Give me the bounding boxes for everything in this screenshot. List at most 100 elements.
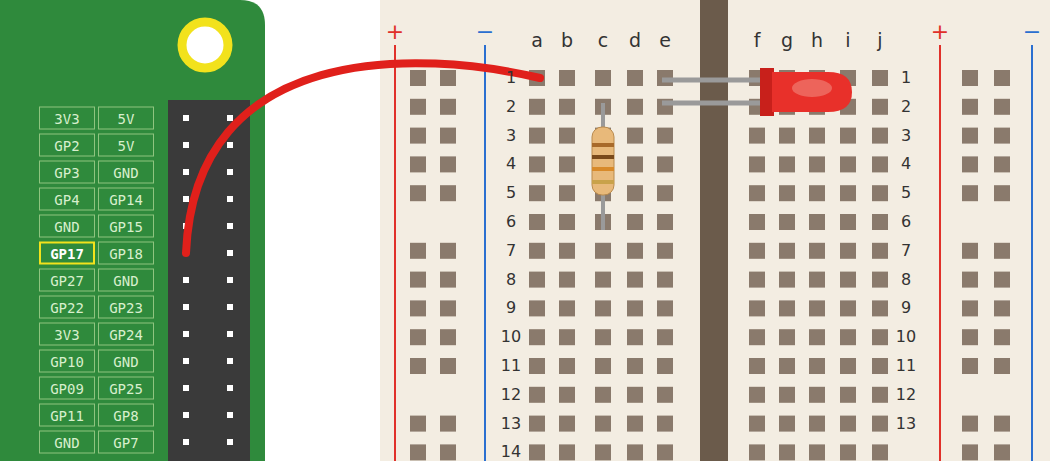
hole — [595, 416, 611, 432]
pin-label: 5V — [98, 134, 154, 157]
hole — [627, 128, 643, 144]
hole — [809, 214, 825, 230]
hole — [627, 70, 643, 86]
hole — [657, 128, 673, 144]
hole — [994, 128, 1010, 144]
jumper-wire — [186, 63, 540, 253]
hole — [657, 300, 673, 316]
hole — [657, 156, 673, 172]
hole — [657, 358, 673, 374]
hole — [962, 416, 978, 432]
hole — [872, 329, 888, 345]
hole — [809, 185, 825, 201]
hole — [559, 214, 575, 230]
row-number: 5 — [901, 185, 911, 201]
header-pin — [183, 169, 189, 175]
hole — [840, 243, 856, 259]
row-number: 12 — [501, 387, 521, 403]
hole — [840, 387, 856, 403]
hole — [994, 444, 1010, 460]
header-pin — [227, 412, 233, 418]
header-pin — [227, 304, 233, 310]
hole — [809, 444, 825, 460]
header-pin — [227, 277, 233, 283]
hole — [994, 185, 1010, 201]
hole — [595, 243, 611, 259]
row-number: 2 — [901, 99, 911, 115]
hole — [872, 416, 888, 432]
row-number: 5 — [506, 185, 516, 201]
hole — [595, 444, 611, 460]
hole — [529, 99, 545, 115]
hole — [657, 329, 673, 345]
row-number: 3 — [506, 128, 516, 144]
hole — [840, 444, 856, 460]
hole — [840, 300, 856, 316]
rail-sign: + — [386, 21, 404, 43]
header-pin — [227, 439, 233, 445]
hole — [962, 128, 978, 144]
header-pin — [227, 331, 233, 337]
row-number: 4 — [506, 156, 516, 172]
hole — [779, 128, 795, 144]
hole — [529, 272, 545, 288]
row-number: 13 — [501, 416, 521, 432]
hole — [410, 329, 426, 345]
hole — [749, 387, 765, 403]
pin-label: GP8 — [98, 404, 154, 427]
pin-label: GND — [98, 350, 154, 373]
hole — [809, 329, 825, 345]
hole — [559, 128, 575, 144]
hole — [994, 99, 1010, 115]
hole — [559, 416, 575, 432]
hole — [410, 70, 426, 86]
hole — [559, 329, 575, 345]
hole — [809, 156, 825, 172]
hole — [994, 156, 1010, 172]
hole — [410, 300, 426, 316]
hole — [657, 214, 673, 230]
hole — [872, 156, 888, 172]
rail-line — [939, 45, 941, 461]
hole — [657, 243, 673, 259]
row-number: 2 — [506, 99, 516, 115]
header-pin — [183, 412, 189, 418]
hole — [962, 243, 978, 259]
pin-label: GP4 — [39, 188, 95, 211]
hole — [994, 70, 1010, 86]
hole — [410, 416, 426, 432]
hole — [627, 156, 643, 172]
hole — [872, 444, 888, 460]
hole — [440, 329, 456, 345]
header-pin — [227, 223, 233, 229]
hole — [529, 387, 545, 403]
hole — [410, 128, 426, 144]
rail-line — [394, 45, 396, 461]
hole — [627, 358, 643, 374]
hole — [529, 128, 545, 144]
hole — [595, 387, 611, 403]
hole — [627, 272, 643, 288]
row-number: 10 — [896, 329, 916, 345]
hole — [410, 444, 426, 460]
hole — [779, 243, 795, 259]
row-number: 7 — [901, 243, 911, 259]
header-pin — [227, 358, 233, 364]
hole — [779, 156, 795, 172]
hole — [779, 387, 795, 403]
column-letter: b — [561, 31, 573, 50]
hole — [440, 99, 456, 115]
hole — [595, 272, 611, 288]
hole — [809, 128, 825, 144]
hole — [779, 358, 795, 374]
pin-label: GP2 — [39, 134, 95, 157]
header-pin — [227, 385, 233, 391]
rail-line — [1031, 45, 1033, 461]
column-letter: a — [531, 31, 543, 50]
rail-sign: − — [1023, 21, 1041, 43]
pin-label: GP10 — [39, 350, 95, 373]
row-number: 8 — [506, 272, 516, 288]
hole — [627, 243, 643, 259]
pin-label: 5V — [98, 107, 154, 130]
header-pin — [183, 142, 189, 148]
